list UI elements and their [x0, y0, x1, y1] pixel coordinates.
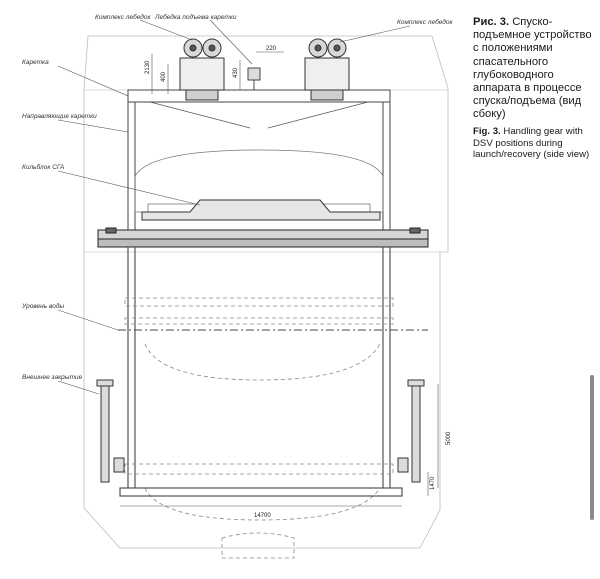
- carriage-guides: [127, 247, 391, 488]
- bottom-frame: [119, 487, 403, 497]
- label-carriage-lift-winch: Лебедка подъема каретки: [154, 13, 237, 21]
- caption-russian-fig: Рис. 3.: [473, 16, 510, 28]
- dimension-400: 400: [161, 71, 167, 82]
- dsv-intermediate-positions: [124, 297, 394, 559]
- outer-closing-left: [96, 379, 125, 483]
- winch-complex-right: [304, 38, 350, 101]
- caption-russian-text: Спуско-подъемное устройство с положениям…: [473, 16, 592, 121]
- dimension-1470: 1470: [430, 476, 436, 490]
- caption-english: Fig. 3. Handling gear with DSV positions…: [473, 126, 595, 161]
- winch-complex-left: [179, 38, 225, 101]
- handling-gear-drawing: Комплекс лебедок Лебедка подъема каретки…: [21, 13, 453, 559]
- label-lifting-complex-left: Комплекс лебедок: [95, 13, 151, 21]
- label-keel-block: Кильблок СГА: [22, 163, 64, 171]
- dimension-220: 220: [266, 46, 277, 52]
- caption-english-text: Handling gear with DSV positions during …: [473, 126, 590, 161]
- label-water-level: Уровень воды: [21, 302, 64, 310]
- caption-english-fig: Fig. 3.: [473, 126, 501, 137]
- dimension-14700: 14700: [254, 513, 271, 519]
- label-carriage: Каретка: [22, 59, 49, 66]
- keel-block: [141, 199, 381, 221]
- dimension-430: 430: [233, 67, 239, 78]
- label-outer-closing: Внешнее закрытие: [22, 374, 83, 381]
- leader-lines: [57, 19, 411, 395]
- dimension-lines: [120, 51, 439, 507]
- carriage-lift-winch: [247, 67, 261, 90]
- dimension-5000: 5000: [446, 431, 452, 445]
- label-carriage-guides: Направляющие каретки: [22, 113, 97, 120]
- vertical-scrollbar[interactable]: [590, 375, 594, 520]
- carriage-frame: [97, 227, 429, 248]
- dimension-2130: 2130: [145, 60, 151, 74]
- label-lifting-complex-right: Комплекс лебедок: [397, 18, 453, 26]
- caption-russian: Рис. 3. Спуско-подъемное устройство с по…: [473, 16, 595, 122]
- outer-closing-right: [397, 379, 425, 483]
